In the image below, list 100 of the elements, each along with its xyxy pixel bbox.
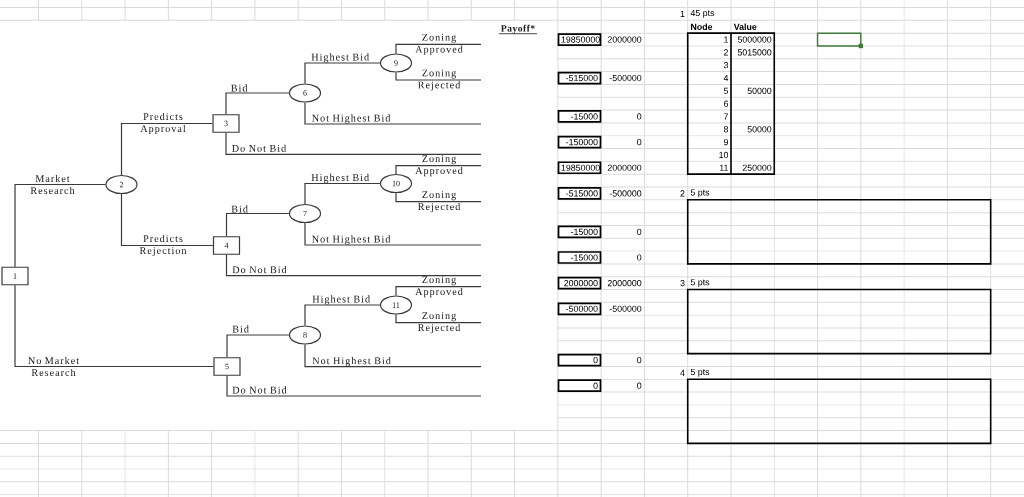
edge-label: Bid (231, 84, 248, 92)
question-number: 4 (680, 369, 685, 376)
cell-number: -500000 (609, 74, 642, 82)
branch-line (304, 304, 381, 326)
payoff-cell: 0 (557, 353, 602, 367)
payoff-cell: -15000 (557, 251, 602, 264)
branch-line (14, 183, 106, 268)
cell-number: 0 (637, 356, 642, 364)
edge-label: Highest Bid (311, 173, 369, 184)
branch-line (226, 334, 290, 358)
edge-label: Market Research (30, 174, 75, 195)
cell-number: 0 (637, 228, 642, 235)
branch-line (304, 102, 482, 125)
edge-label: Do Not Bid (232, 386, 287, 394)
payoff-cell: 0 (557, 379, 602, 393)
branch-line (395, 165, 482, 175)
points-label: 45 pts (690, 9, 715, 18)
column-header: Node (691, 23, 713, 30)
payoff-cell: -15000 (557, 225, 602, 239)
edge-label: Predicts Approval (140, 112, 186, 135)
table-cell: 3 (723, 62, 729, 69)
edge-label: Predicts Rejection (139, 234, 187, 257)
edge-label: Zoning Rejected (418, 312, 461, 334)
edge-label: Do Not Bid (232, 266, 287, 274)
cell-number: -500000 (609, 190, 642, 197)
branch-line (395, 192, 482, 203)
edge-label: Zoning Rejected (418, 191, 461, 213)
edge-label: Not Highest Bid (312, 357, 391, 367)
table-cell: 4 (723, 75, 729, 82)
edge-label: Zoning Approved (415, 155, 463, 177)
table-cell: 2 (723, 49, 728, 56)
branch-line (14, 284, 214, 368)
payoff-cell: -15000 (557, 110, 602, 123)
payoff-cell: 2000000 (557, 276, 602, 290)
answer-box (686, 199, 992, 265)
decision-square: 3 (212, 114, 240, 133)
table-cell: 50000 (747, 126, 772, 133)
table-cell: 5000000 (737, 36, 772, 43)
edge-label: Not Highest Bid (312, 235, 391, 245)
branch-line (304, 344, 482, 368)
decision-square: 1 (1, 266, 29, 286)
cell-number: 0 (637, 113, 642, 120)
cell-number: 2000000 (607, 164, 642, 171)
payoff-cell: -515000 (557, 187, 602, 200)
table-cell: 1 (724, 36, 728, 43)
branch-line (225, 132, 482, 155)
edge-label: Do Not Bid (232, 144, 287, 152)
payoff-cell: -500000 (557, 302, 602, 316)
table-cell: 7 (724, 113, 728, 120)
branch-line (395, 72, 482, 81)
edge-label: No Market Research (28, 356, 79, 377)
decision-square: 5 (213, 357, 241, 376)
decision-square: 4 (212, 236, 241, 255)
branch-line (225, 212, 290, 237)
edge-label: Not Highest Bid (312, 114, 391, 124)
branch-line (304, 182, 381, 205)
payoff-cell: -515000 (557, 71, 602, 85)
edge-label: Zoning Approved (415, 33, 463, 55)
column-heading: Payoff* (498, 24, 538, 35)
question-number: 2 (680, 190, 685, 197)
edge-label: Bid (232, 325, 249, 333)
table-cell: 250000 (742, 164, 772, 171)
cell-number: 0 (637, 382, 642, 389)
payoff-cell: 19850000 (557, 161, 602, 175)
payoff-cell: -150000 (557, 135, 602, 149)
cell-number: 0 (637, 254, 642, 261)
edge-label: Zoning Approved (415, 276, 463, 298)
edge-label: Highest Bid (311, 53, 369, 63)
branch-line (120, 122, 213, 176)
branch-line (120, 193, 214, 247)
table-cell: 50000 (747, 87, 772, 94)
branch-line (304, 222, 482, 246)
question-number: 1 (680, 10, 685, 17)
points-label: 5 pts (690, 368, 710, 377)
question-number: 3 (680, 280, 685, 287)
edge-label: Bid (231, 205, 248, 213)
answer-box (686, 378, 992, 445)
branch-line (304, 62, 381, 84)
edge-label: Zoning Rejected (418, 69, 461, 91)
branch-line (395, 314, 482, 324)
branch-line (395, 43, 482, 54)
cell-number: 0 (637, 139, 642, 146)
cell-number: -500000 (609, 305, 642, 312)
table-cell: 9 (723, 139, 728, 146)
branch-line (225, 92, 290, 115)
table-cell: 11 (719, 164, 728, 171)
column-header: Value (733, 23, 757, 30)
branch-line (226, 375, 482, 397)
payoff-cell: 19850000 (557, 33, 602, 46)
table-cell: 8 (723, 126, 729, 133)
branch-line (225, 254, 482, 277)
branch-line (395, 286, 482, 296)
points-label: 5 pts (690, 279, 710, 288)
table-cell: 6 (723, 100, 729, 107)
table-cell: 10 (719, 151, 729, 159)
table-cell: 5015000 (737, 49, 772, 56)
table-cell: 5 (723, 87, 729, 94)
edge-label: Highest Bid (312, 295, 370, 305)
cell-number: 2000000 (607, 280, 642, 287)
answer-box (686, 288, 992, 355)
